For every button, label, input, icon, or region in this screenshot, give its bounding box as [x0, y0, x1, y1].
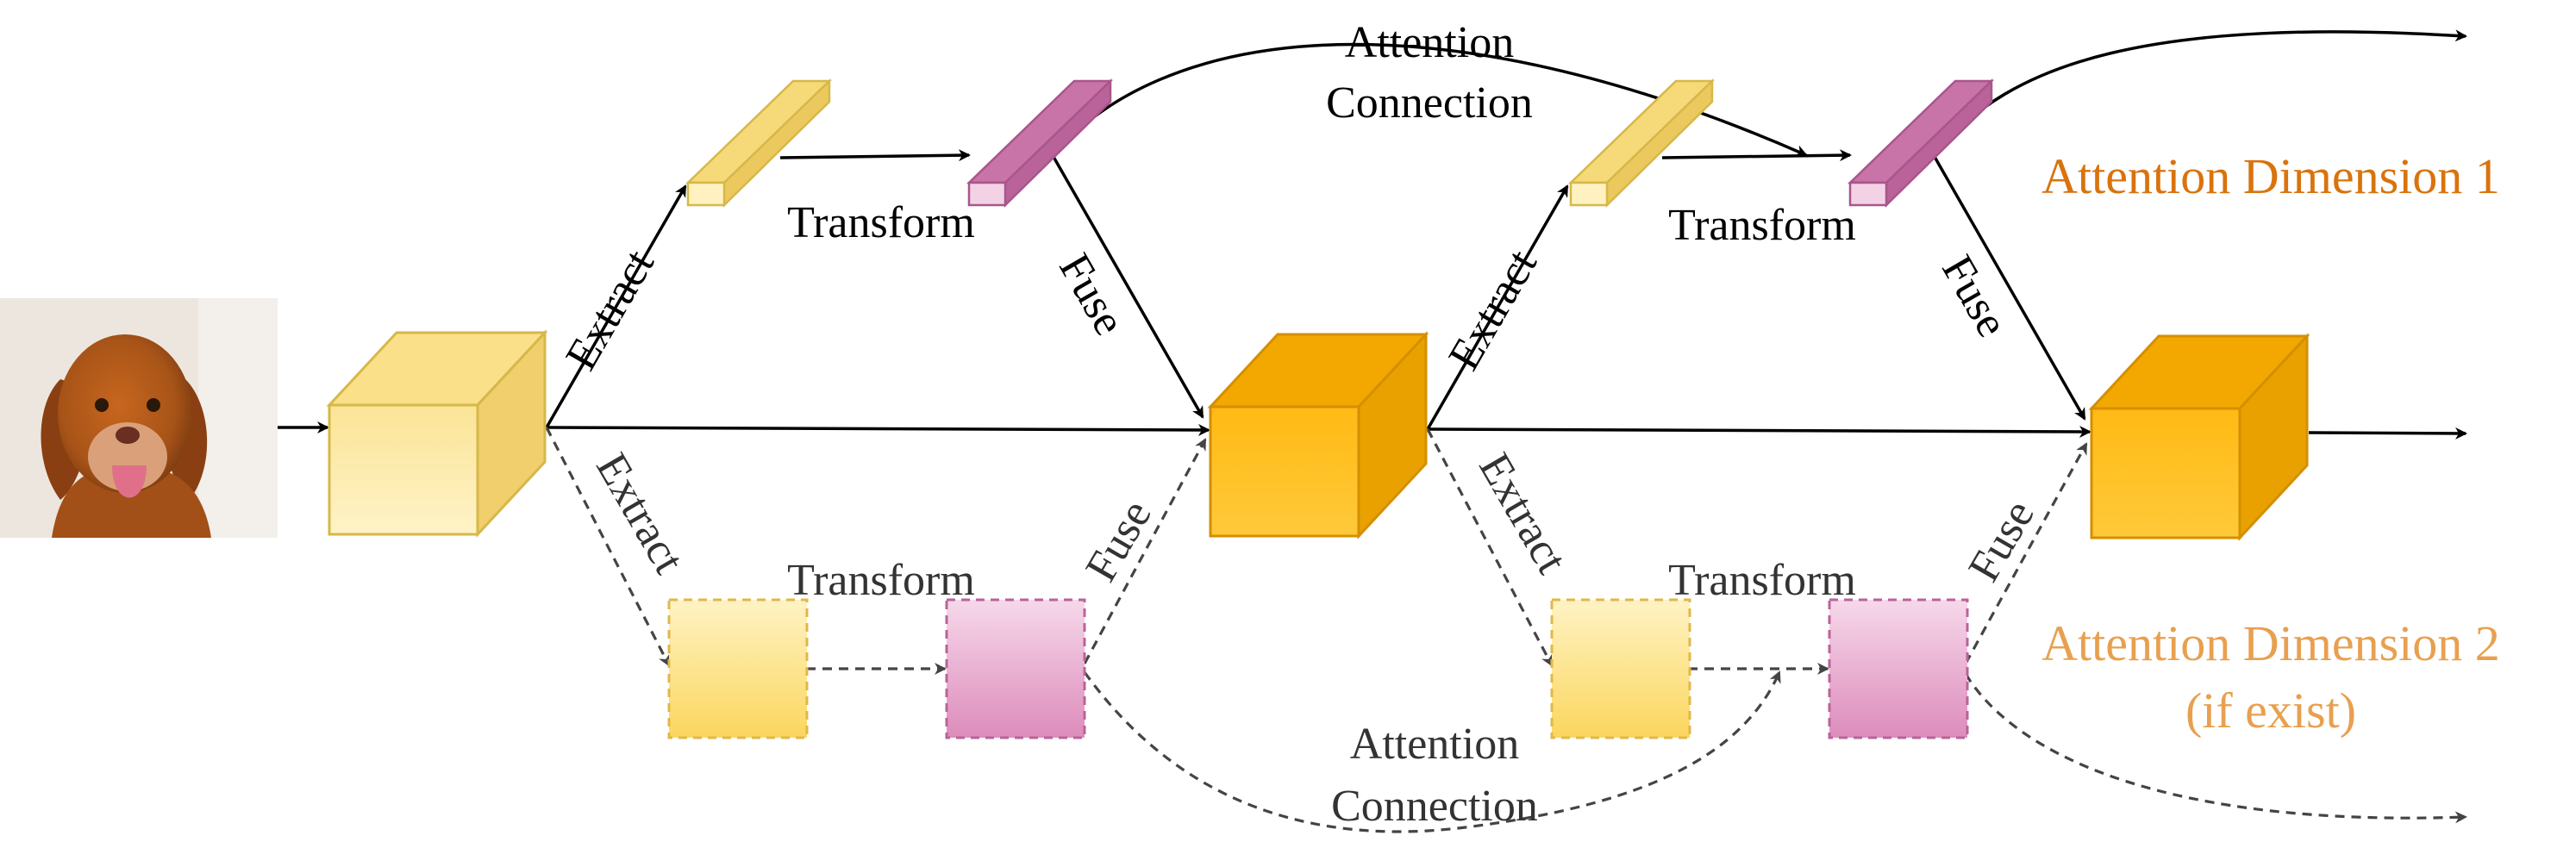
- transformed-bar-1: [966, 78, 1114, 208]
- attention-connection-top-line2: Connection: [1326, 78, 1533, 128]
- dimension-2-arrows: [545, 427, 2467, 833]
- input-image-dog: [0, 298, 278, 538]
- transformed-square-2: [1828, 598, 1969, 739]
- attention-connection-bottom-line2: Connection: [1331, 782, 1538, 831]
- extract-label-1: Extract: [556, 241, 664, 378]
- transformed-bar-2: [1847, 78, 1995, 208]
- extracted-bar-2: [1567, 78, 1716, 208]
- attention-connection-top-line1: Attention: [1345, 18, 1514, 67]
- fuse-label-3: Fuse: [1076, 492, 1160, 590]
- transform-label-2: Transform: [1668, 201, 1856, 250]
- extract-label-2: Extract: [1439, 241, 1547, 378]
- attention-dimension-2-title-line2: (if exist): [2185, 683, 2356, 739]
- fused-cube-1: [1207, 331, 1429, 539]
- feature-cube-input: [326, 329, 548, 538]
- extracted-bar-1: [685, 78, 833, 208]
- attention-connection-bottom-line1: Attention: [1350, 720, 1519, 769]
- extract-label-4: Extract: [1469, 445, 1577, 582]
- attention-dimension-2-title-line1: Attention Dimension 2: [2041, 615, 2500, 671]
- extract-label-3: Extract: [586, 445, 694, 582]
- fuse-label-4: Fuse: [1959, 492, 2043, 590]
- transform-label-3: Transform: [787, 556, 975, 605]
- fused-cube-2: [2088, 333, 2310, 541]
- fuse-label-2: Fuse: [1932, 247, 2016, 346]
- extracted-square-2: [1550, 598, 1691, 739]
- attention-dimension-1-title: Attention Dimension 1: [2041, 148, 2500, 204]
- transform-label-4: Transform: [1668, 556, 1856, 605]
- transform-label-1: Transform: [787, 198, 975, 247]
- extracted-square-1: [667, 598, 809, 739]
- fuse-label-1: Fuse: [1049, 246, 1134, 344]
- transformed-square-1: [945, 598, 1086, 739]
